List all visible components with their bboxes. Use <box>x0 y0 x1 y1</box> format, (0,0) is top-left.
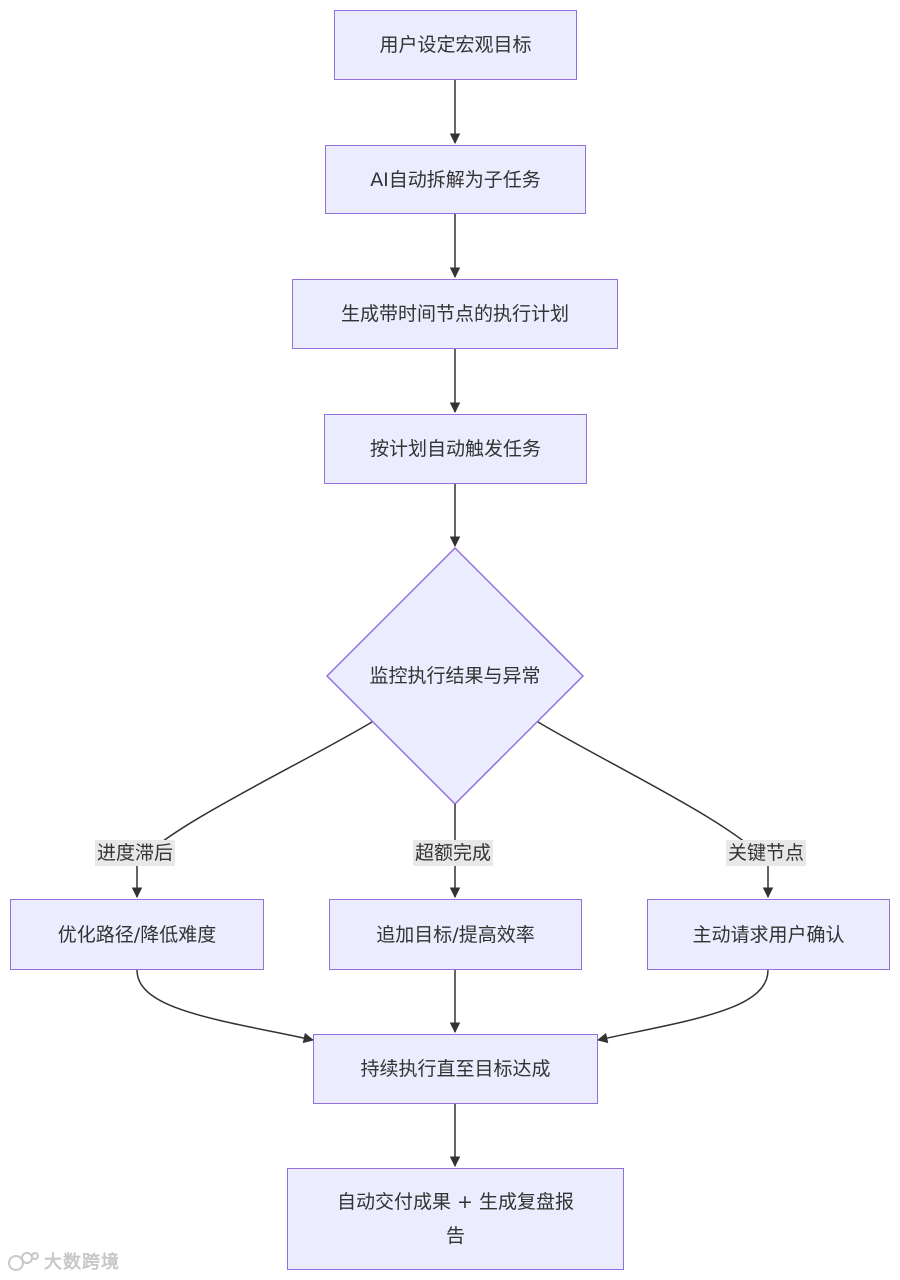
decision-monitor-label: 监控执行结果与异常 <box>369 665 541 687</box>
node-confirm-label: 主动请求用户确认 <box>692 923 845 946</box>
node-plan-label: 生成带时间节点的执行计划 <box>340 303 569 325</box>
node-optimize: 优化路径/降低难度 <box>10 899 264 970</box>
node-continue: 持续执行直至目标达成 <box>313 1034 598 1104</box>
edge-monitor-to-optimize <box>131 721 373 899</box>
edge-optimize-to-continue <box>136 969 315 1044</box>
edge-label-behind: 进度滞后 <box>95 840 176 866</box>
edge-confirm-to-continue <box>596 969 769 1044</box>
node-deliver-label: 自动交付成果 + 生成复盘报告 <box>337 1191 574 1247</box>
node-trigger-label: 按计划自动触发任务 <box>369 438 541 460</box>
node-continue-label: 持续执行直至目标达成 <box>360 1058 551 1080</box>
node-set-goal: 用户设定宏观目标 <box>334 10 577 80</box>
edge-monitor-to-confirm <box>537 721 774 899</box>
watermark-logo-icon <box>8 1252 39 1271</box>
node-set-goal-label: 用户设定宏观目标 <box>379 34 532 56</box>
edge-label-key-node: 关键节点 <box>726 840 807 866</box>
node-optimize-label: 优化路径/降低难度 <box>57 923 217 946</box>
node-trigger: 按计划自动触发任务 <box>324 414 587 484</box>
node-plan: 生成带时间节点的执行计划 <box>292 279 618 349</box>
edge-label-exceeded: 超额完成 <box>413 840 494 866</box>
node-raise-label: 追加目标/提高效率 <box>376 923 535 946</box>
node-confirm: 主动请求用户确认 <box>647 899 890 970</box>
node-decompose-label: AI自动拆解为子任务 <box>370 168 541 191</box>
watermark: 大数跨境 <box>6 1248 120 1274</box>
node-deliver: 自动交付成果 + 生成复盘报告 <box>287 1168 624 1270</box>
watermark-text: 大数跨境 <box>44 1252 120 1273</box>
node-decompose: AI自动拆解为子任务 <box>325 145 586 214</box>
node-raise: 追加目标/提高效率 <box>329 899 582 970</box>
